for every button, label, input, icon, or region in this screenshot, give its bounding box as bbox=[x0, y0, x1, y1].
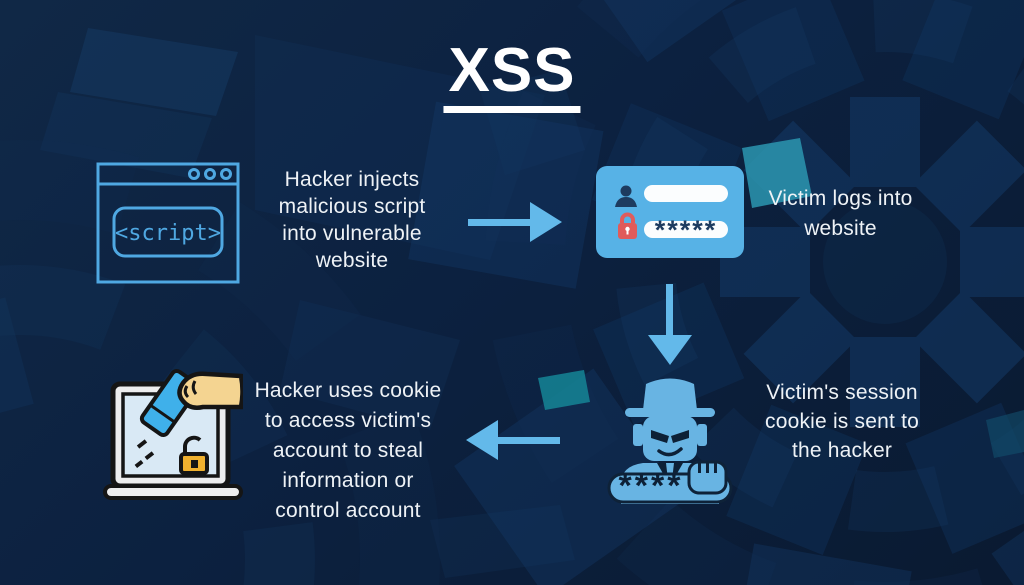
browser-script-icon: <script> bbox=[96, 162, 240, 284]
hacker-face bbox=[643, 416, 697, 461]
login-form-icon: ***** bbox=[596, 166, 744, 258]
user-icon bbox=[615, 185, 637, 207]
hacker-eye-right bbox=[671, 430, 689, 443]
hacker-icon: **** bbox=[607, 378, 733, 504]
hacker-smirk bbox=[657, 447, 683, 457]
password-mask: ***** bbox=[655, 215, 718, 245]
page-title: XSS bbox=[443, 38, 581, 114]
open-padlock-icon bbox=[179, 435, 209, 475]
hacker-password-mask: **** bbox=[619, 467, 684, 504]
hand-fingers bbox=[183, 380, 198, 399]
arrow-left-icon bbox=[466, 420, 560, 460]
hand bbox=[177, 371, 243, 410]
arrow-right-icon bbox=[468, 202, 562, 242]
arrow-down-icon bbox=[648, 284, 692, 365]
hacker-eye-left bbox=[651, 430, 669, 443]
lock-icon bbox=[618, 212, 637, 239]
step-text-victim-login: Victim logs into website bbox=[768, 187, 913, 240]
step-text-inject-script: Hacker injects malicious script into vul… bbox=[278, 168, 426, 272]
step-text-hacker-uses-cookie: Hacker uses cookie to access victim's ac… bbox=[254, 379, 442, 522]
laptop-card-theft-icon bbox=[103, 368, 243, 500]
script-tag-label: <script> bbox=[115, 221, 221, 246]
motion-dashes bbox=[134, 439, 155, 469]
hacker-fist bbox=[687, 460, 728, 495]
hacker-hat-brim bbox=[625, 408, 715, 417]
step-text-cookie-sent: Victim's session cookie is sent to the h… bbox=[765, 381, 919, 462]
hacker-hat-crown bbox=[643, 378, 697, 410]
